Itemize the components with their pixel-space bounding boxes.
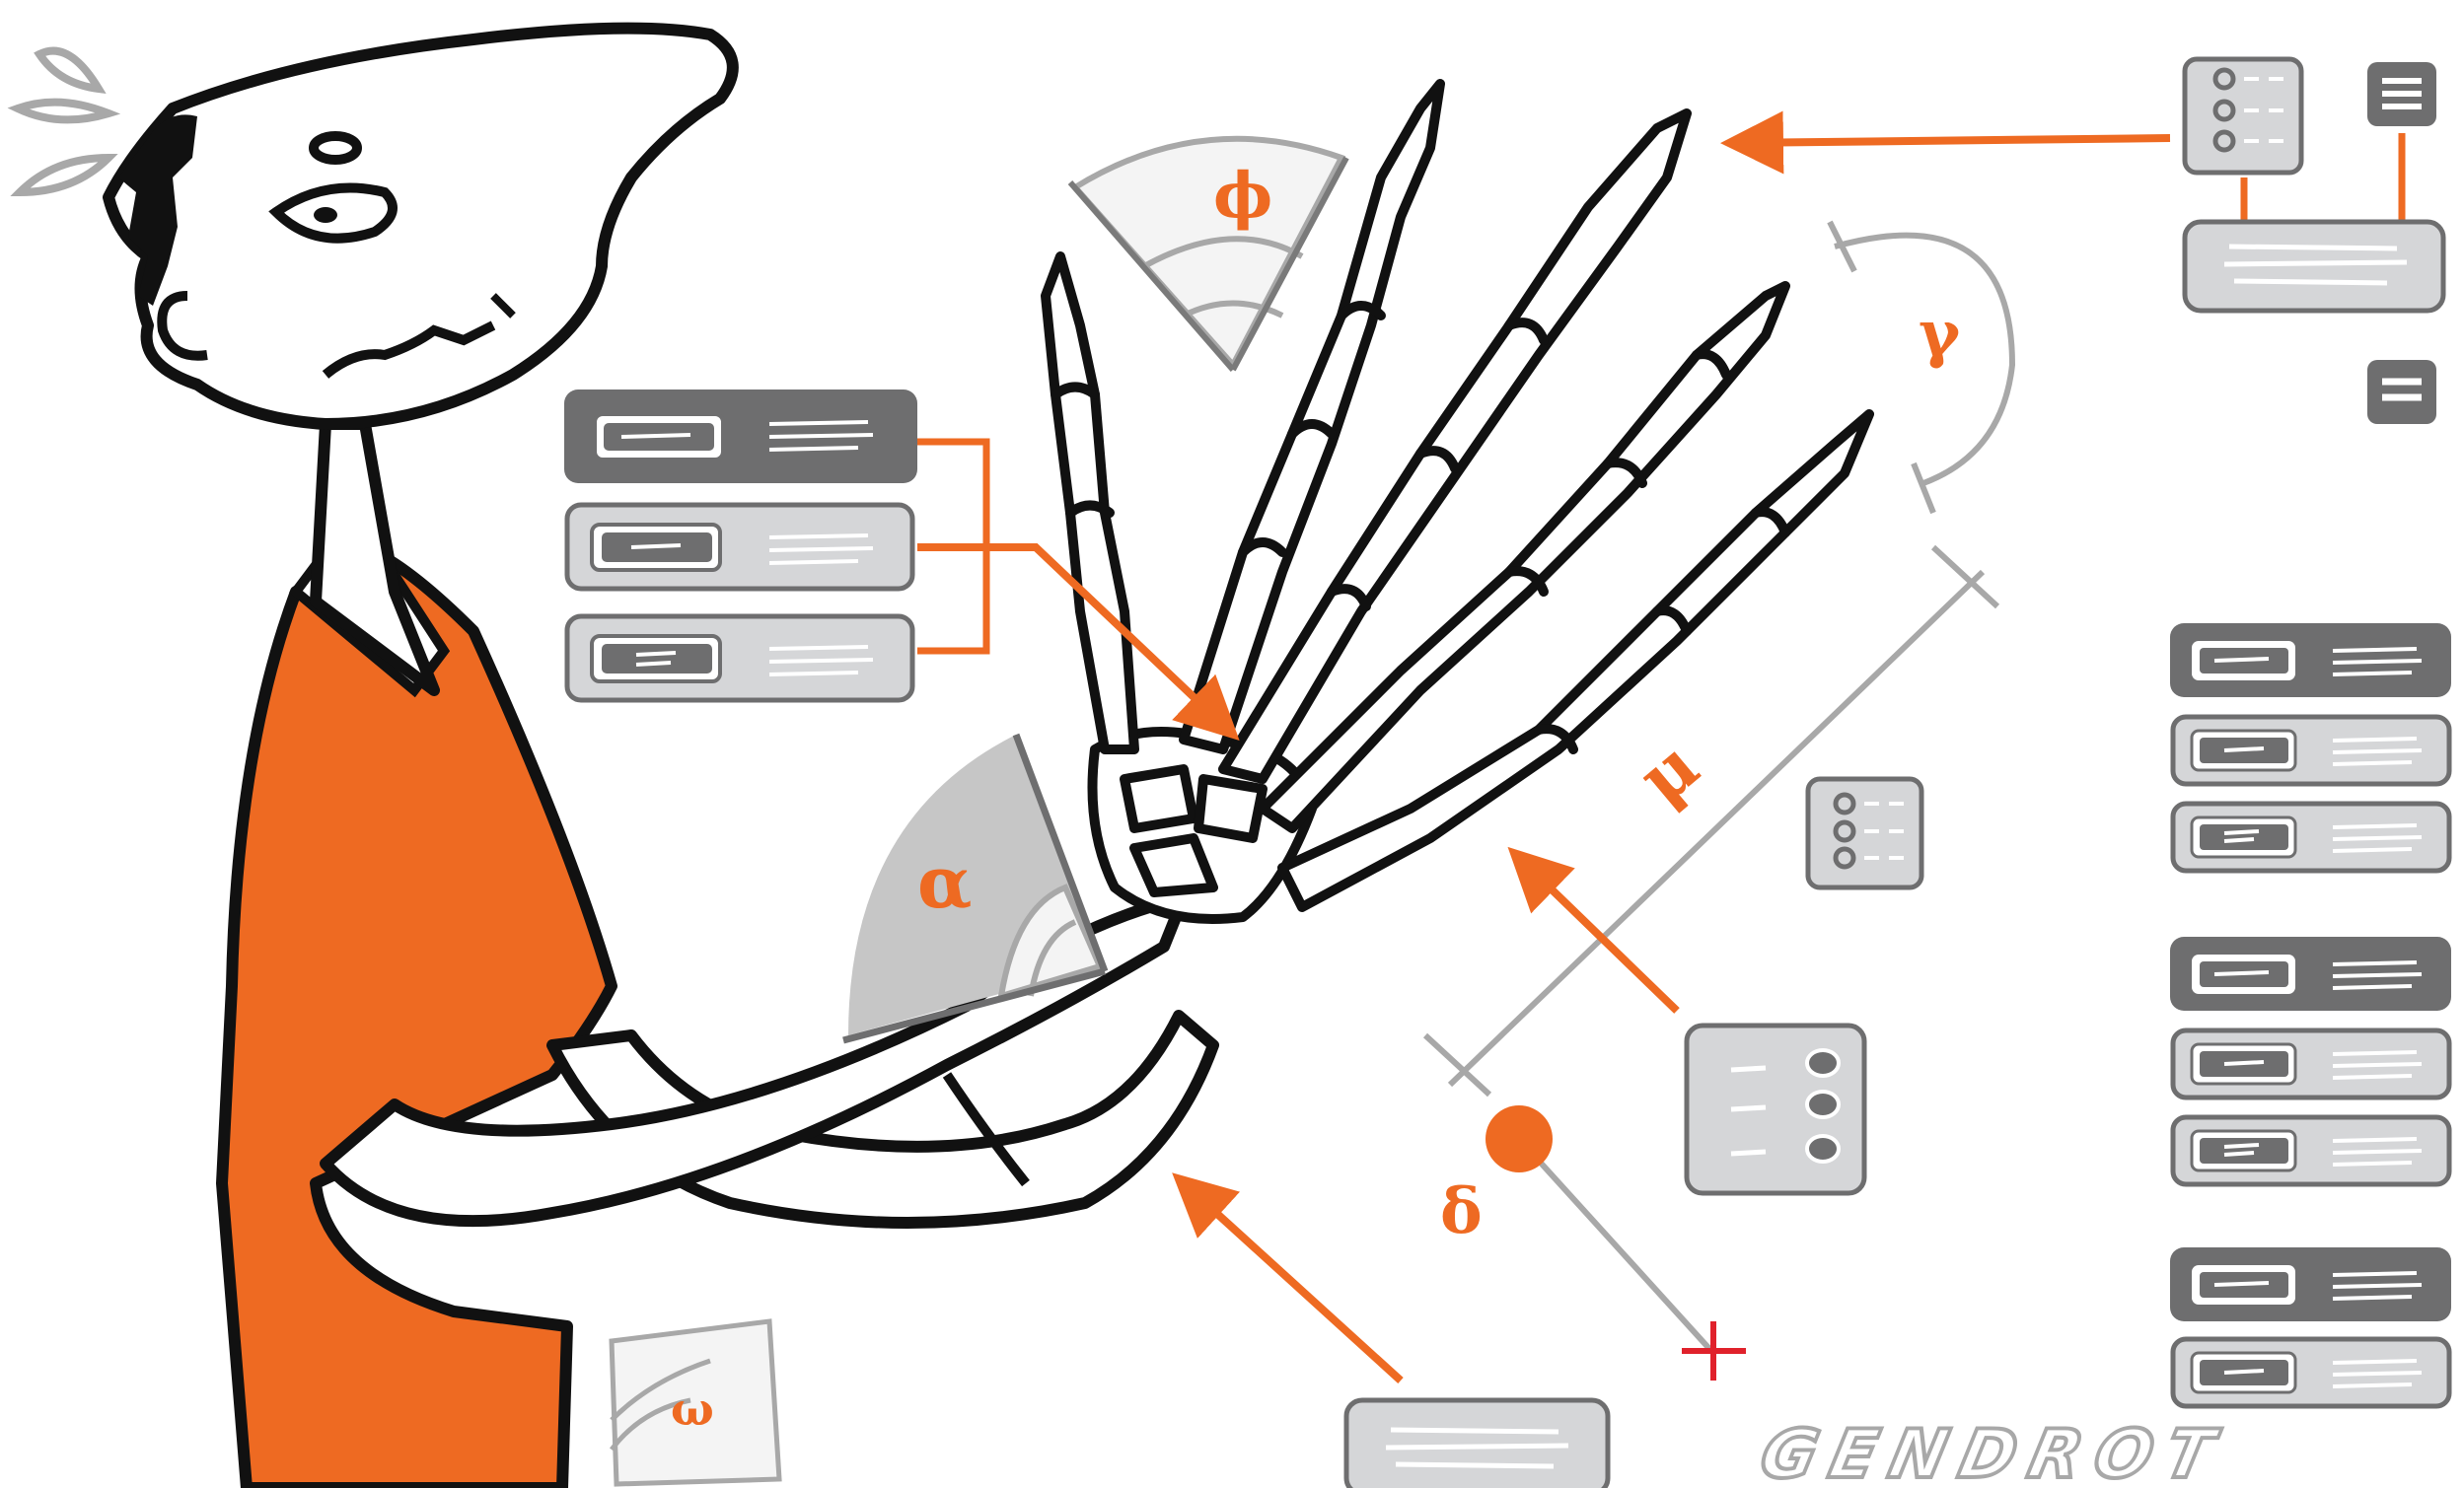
omega-protractor: ω xyxy=(612,1321,779,1484)
delta-label: δ xyxy=(1440,1174,1483,1248)
phi-label: ϕ xyxy=(1213,159,1272,233)
mu-label: μ xyxy=(1623,725,1714,820)
eye-left xyxy=(314,136,357,160)
head xyxy=(109,29,733,424)
list-panel-icon xyxy=(1687,1026,1864,1193)
left-panel-stack xyxy=(564,390,917,700)
protractor-icon: ϕ xyxy=(1070,139,1346,370)
top-right-bar xyxy=(2185,222,2443,311)
hamburger-menu-icon xyxy=(2367,62,2436,126)
right-panel-stack xyxy=(2170,623,2451,1406)
gamma-label: γ xyxy=(1919,297,1961,371)
omega-label: ω xyxy=(671,1382,714,1436)
gamma-arc: γ xyxy=(1830,222,2012,513)
bottom-bar xyxy=(1346,1400,1608,1488)
artist-signature: GENDROT xyxy=(1754,1416,2234,1488)
alpha-label: α xyxy=(917,840,972,924)
hamburger-menu-icon xyxy=(2367,360,2436,424)
list-panel-icon xyxy=(1808,779,1921,887)
list-panel-icon xyxy=(2185,59,2301,173)
sweat-drops-icon xyxy=(18,51,109,192)
delta-point: δ xyxy=(1440,1105,1711,1351)
